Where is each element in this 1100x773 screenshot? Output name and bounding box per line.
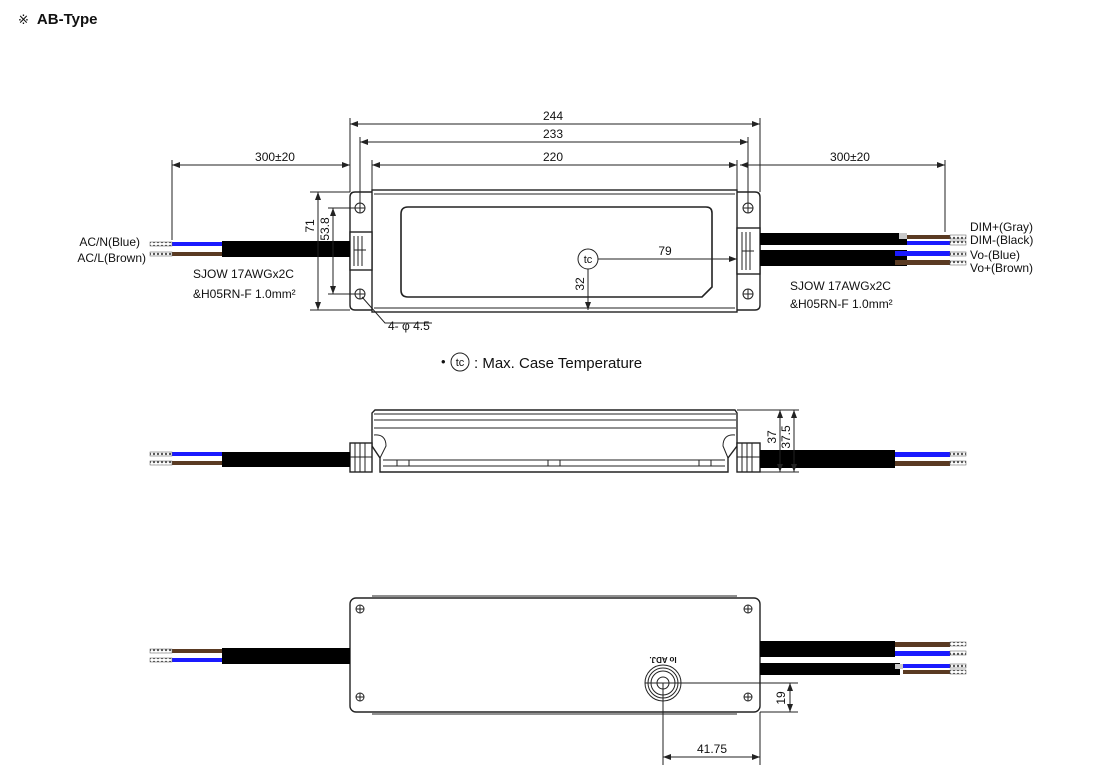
cable-spec-right-1: SJOW 17AWGx2C [790,279,891,293]
mounting-hole-icon [743,604,753,614]
bottom-case [349,597,761,713]
note-tc-symbol: tc [456,357,465,369]
dim-mount-pitch: 233 [543,127,563,141]
cable-spec-right-2: &H05RN-F 1.0mm² [790,297,893,311]
mounting-hole-icon [742,288,754,300]
mounting-hole-icon [355,692,365,702]
cable-spec-left-1: SJOW 17AWGx2C [193,267,294,281]
dim-height-37-5: 37.5 [779,425,793,449]
io-adj-label: Io ADJ. [649,655,676,664]
wire-label-dim-minus: DIM-(Black) [970,233,1033,247]
output-cables [760,233,967,266]
side-case [371,409,738,473]
mounting-hole-icon [742,202,754,214]
dimension-lines [171,118,946,324]
dim-width: 71 [303,219,317,233]
label-panel [400,206,713,298]
slot [698,459,712,467]
slot [547,459,561,467]
dim-tc-y: 32 [573,277,587,291]
dim-output-cable-length: 300±20 [830,150,870,164]
tc-point-icon: tc [577,248,599,270]
section-title-text: AB-Type [36,11,98,28]
dim-body-length: 220 [543,150,563,164]
dim-input-cable-length: 300±20 [255,150,295,164]
mounting-hole-icon [355,604,365,614]
bottom-view: Io ADJ. 19 41.75 [149,595,967,765]
reference-mark-icon: ※ [18,12,29,27]
side-view: 37 37.5 [149,409,967,473]
section-title: ※ AB-Type [18,11,97,28]
cable-spec-left-2: &H05RN-F 1.0mm² [193,287,296,301]
wire-label-vo-plus: Vo+(Brown) [970,261,1033,275]
slot [396,459,410,467]
dim-tc-x: 79 [658,244,672,258]
input-cable-gland [349,231,373,271]
wire-label-vo-minus: Vo-(Blue) [970,248,1020,262]
tc-symbol: tc [584,254,593,266]
dim-knob-x: 41.75 [697,742,727,756]
note-text: : Max. Case Temperature [474,355,642,372]
case-body [371,189,738,313]
wire-label-acl: AC/L(Brown) [77,251,146,265]
note-bullet: • [441,354,446,369]
top-view: 244 233 220 300±20 300±20 71 53.8 79 32 … [77,109,1033,333]
dim-hole-pitch: 53.8 [318,217,332,241]
dim-holes: 4- φ 4.5 [388,319,430,333]
wire-label-dim-plus: DIM+(Gray) [970,220,1033,234]
input-cable [149,241,350,257]
dim-knob-y: 19 [774,691,788,705]
dim-overall-length: 244 [543,109,563,123]
dim-height-37: 37 [765,430,779,444]
tc-note: • tc : Max. Case Temperature [441,352,642,372]
mounting-hole-icon [743,692,753,702]
wire-label-acn: AC/N(Blue) [79,235,140,249]
